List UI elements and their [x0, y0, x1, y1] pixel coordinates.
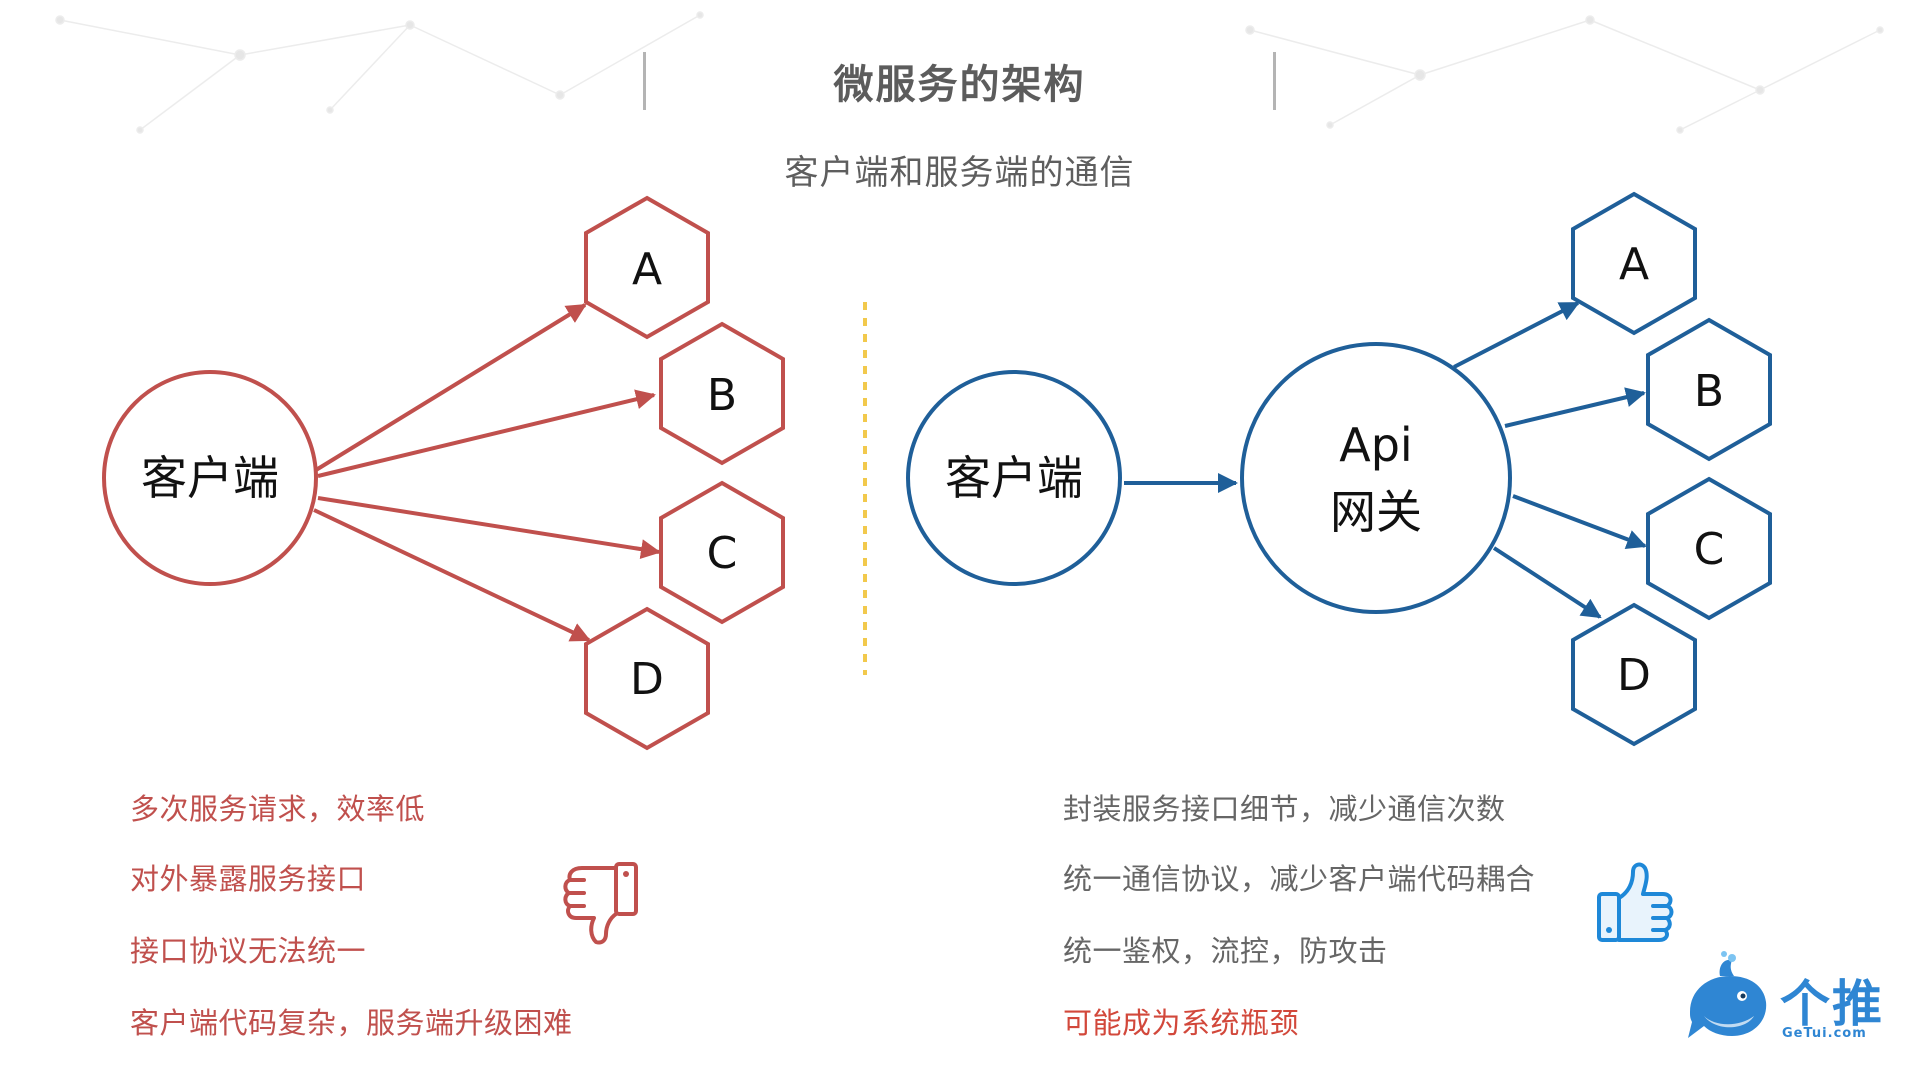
right-arrow-a [1453, 301, 1580, 369]
left-arrow-a [314, 303, 587, 472]
right-client-label: 客户端 [945, 451, 1083, 505]
cons-item-2: 对外暴露服务接口 [130, 862, 367, 896]
left-arrow-d [313, 508, 591, 642]
left-direct-diagram: 客户端 A B C D [102, 195, 785, 751]
page-subtitle: 客户端和服务端的通信 [784, 153, 1135, 193]
thumbs-down-icon [563, 862, 638, 945]
pros-item-2: 统一通信协议，减少客户端代码耦合 [1063, 862, 1536, 896]
cons-item-3: 接口协议无法统一 [130, 934, 367, 968]
title-divider-right [1273, 52, 1276, 110]
cons-item-4: 客户端代码复杂，服务端升级困难 [130, 1006, 573, 1040]
right-service-c: C [1646, 476, 1772, 621]
right-client-node [906, 370, 1122, 586]
right-gateway-diagram: 客户端 Api 网关 A B C D [906, 191, 1772, 747]
pros-item-1: 封装服务接口细节，减少通信次数 [1063, 792, 1506, 826]
left-service-a-label: A [632, 244, 662, 295]
right-service-d-label: D [1617, 650, 1651, 701]
title-divider-left [643, 52, 646, 110]
left-service-b-label: B [707, 370, 737, 421]
left-service-c: C [659, 480, 785, 625]
right-service-d: D [1571, 602, 1697, 747]
left-client-node [102, 370, 318, 586]
getui-whale-logo [1688, 951, 1767, 1038]
left-service-d: D [584, 606, 710, 751]
logo-name: 个推 [1780, 975, 1884, 1033]
thumbs-up-icon [1597, 862, 1674, 942]
left-client-label: 客户端 [141, 451, 279, 505]
pros-item-3: 统一鉴权，流控，防攻击 [1063, 934, 1388, 968]
api-gateway-label-line1: Api [1339, 418, 1412, 472]
right-arrow-d [1492, 546, 1602, 619]
getui-logo: 个推 GeTui.com [1680, 950, 1900, 1050]
left-arrow-b [317, 389, 656, 478]
right-arrow-c [1512, 494, 1647, 549]
left-service-c-label: C [707, 528, 738, 579]
left-arrow-c [317, 496, 661, 560]
right-service-a: A [1571, 191, 1697, 336]
right-service-c-label: C [1694, 524, 1725, 575]
api-gateway-label-line2: 网关 [1330, 485, 1422, 539]
page-title: 微服务的架构 [833, 62, 1086, 108]
logo-domain: GeTui.com [1782, 1026, 1867, 1041]
right-service-b-label: B [1694, 366, 1724, 417]
background-network-pattern [55, 11, 1884, 134]
left-service-b: B [659, 321, 785, 466]
right-service-a-label: A [1619, 239, 1649, 290]
left-service-d-label: D [630, 654, 664, 705]
cons-item-1: 多次服务请求，效率低 [130, 792, 426, 826]
left-service-a: A [584, 195, 710, 340]
right-service-b: B [1646, 317, 1772, 462]
pros-risk-item: 可能成为系统瓶颈 [1063, 1006, 1300, 1040]
right-arrow-b [1504, 387, 1646, 428]
api-gateway-node [1240, 342, 1512, 614]
